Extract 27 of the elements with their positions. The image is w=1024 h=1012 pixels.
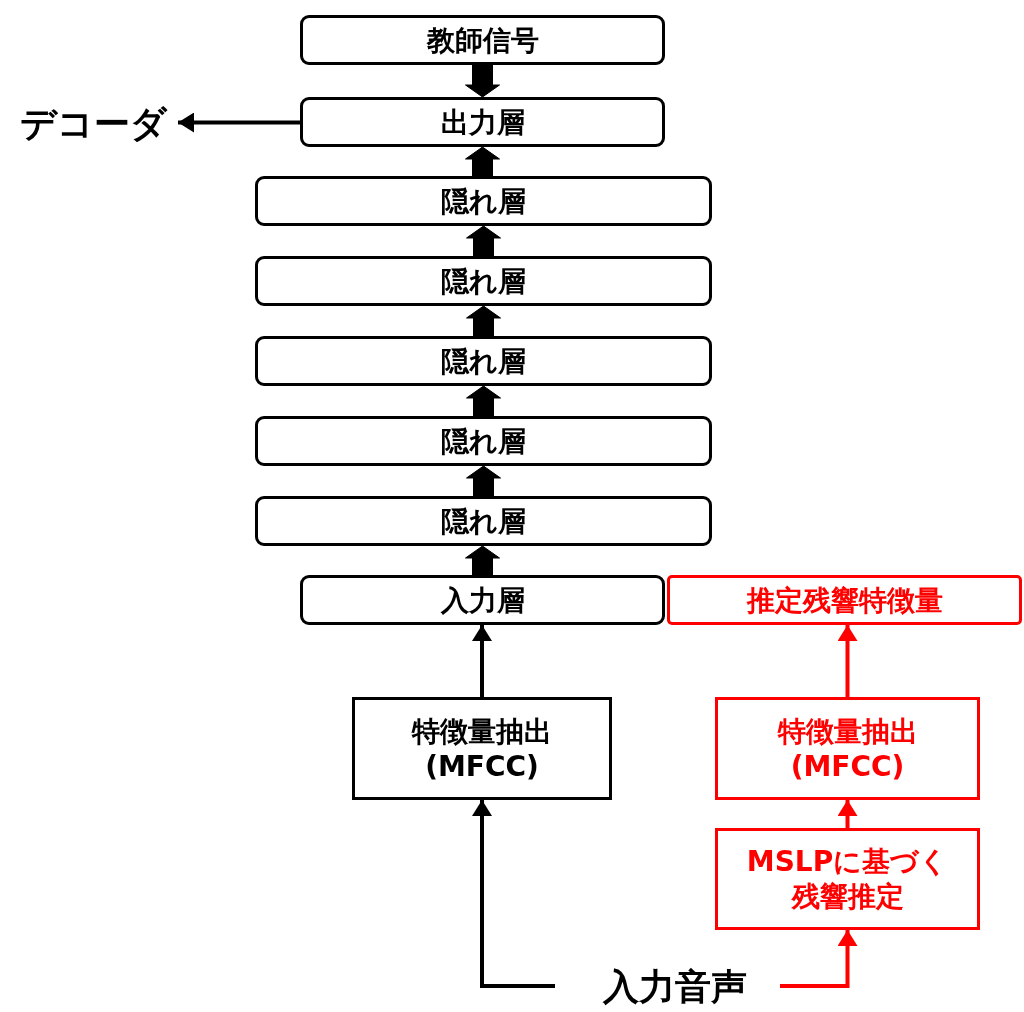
- layer-box: 教師信号: [300, 15, 665, 65]
- process-box: MSLPに基づく 残響推定: [715, 828, 980, 930]
- layer-box: 入力層: [300, 575, 665, 625]
- block-arrow: [466, 465, 501, 497]
- layer-box: 出力層: [300, 97, 665, 147]
- layer-box: 隠れ層: [255, 416, 712, 466]
- arrow: [472, 625, 492, 697]
- arrow: [837, 800, 858, 828]
- node-label: 入力音声: [603, 964, 747, 1009]
- arrow: [178, 112, 300, 133]
- block-arrow: [466, 225, 501, 257]
- block-arrow: [465, 64, 500, 98]
- arrow: [837, 625, 858, 697]
- layer-box: 隠れ層: [255, 176, 712, 226]
- layer-box: 推定残響特徴量: [667, 575, 1022, 625]
- block-arrow: [466, 305, 501, 337]
- arrow: [472, 800, 555, 988]
- layer-box: 隠れ層: [255, 256, 712, 306]
- layer-box: 隠れ層: [255, 336, 712, 386]
- block-arrow: [465, 146, 500, 177]
- block-arrow: [466, 385, 501, 417]
- arrow: [780, 930, 858, 988]
- node-label: デコーダ: [19, 101, 167, 146]
- layer-box: 隠れ層: [255, 496, 712, 546]
- block-arrow: [465, 545, 500, 576]
- process-box: 特徴量抽出 (MFCC): [352, 697, 612, 800]
- process-box: 特徴量抽出 (MFCC): [715, 697, 980, 800]
